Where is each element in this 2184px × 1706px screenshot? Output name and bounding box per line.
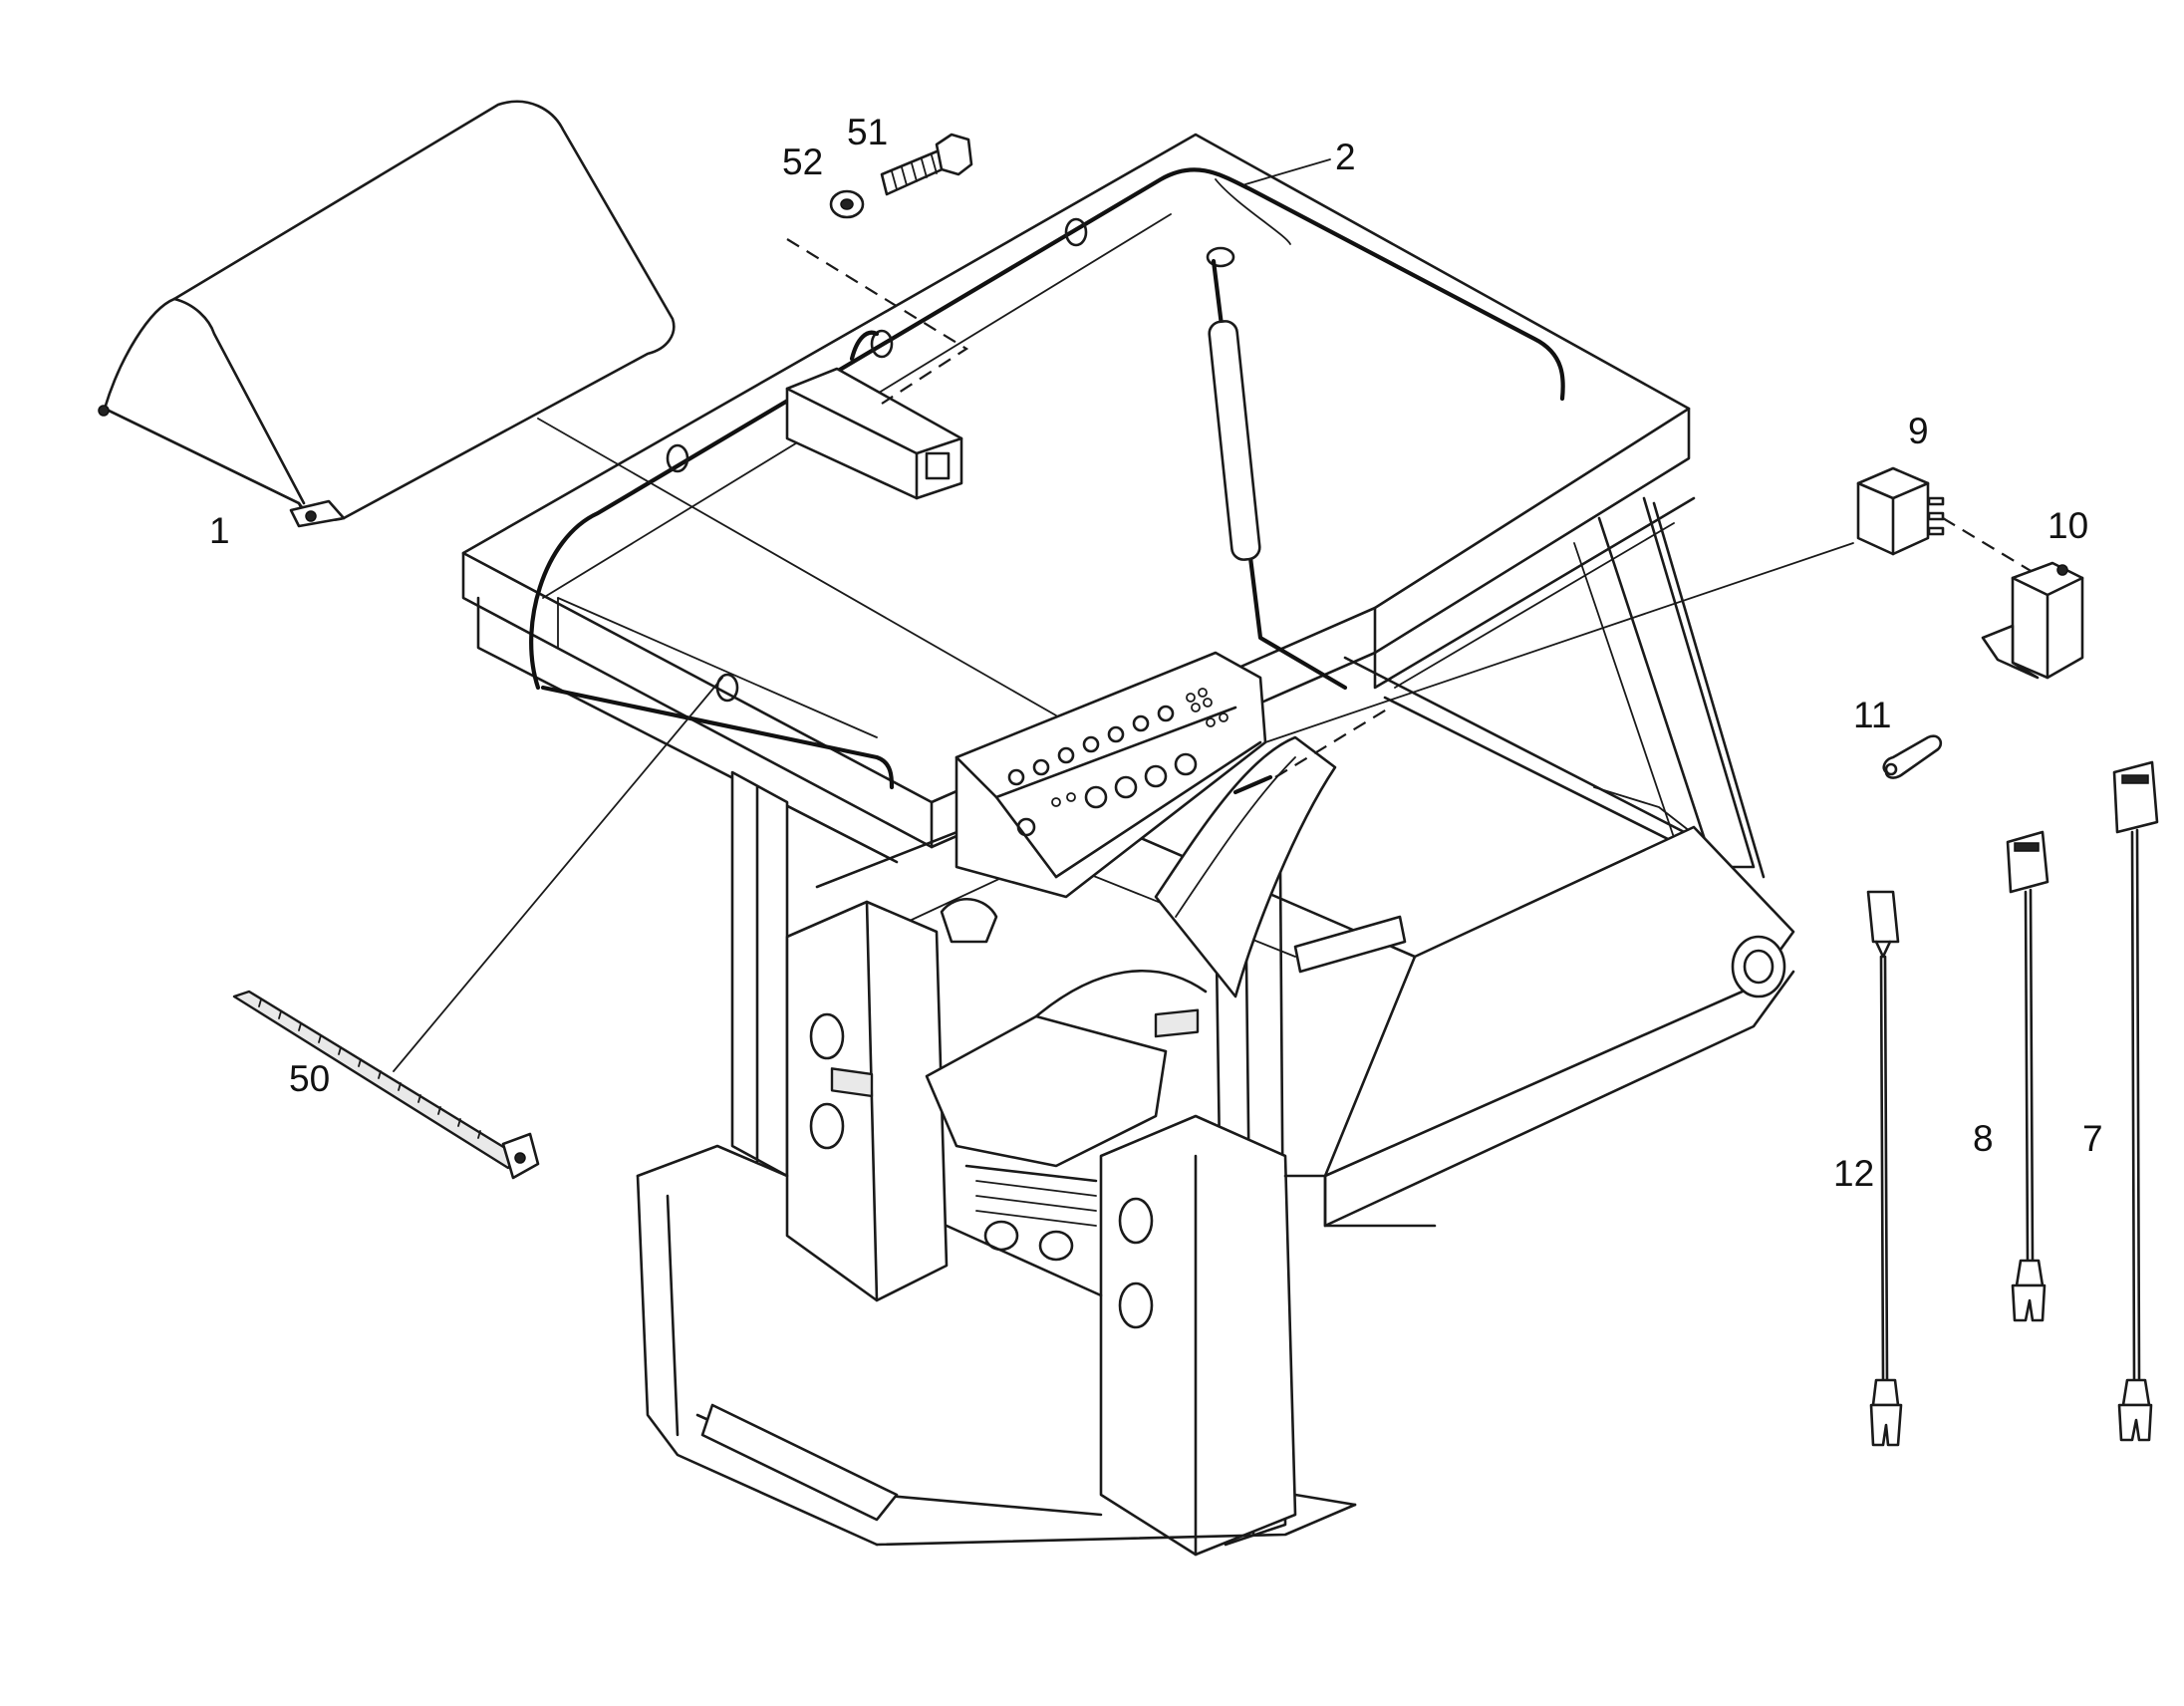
part-1-roof-cover	[98, 100, 1057, 716]
callout-12: 12	[1833, 1153, 1874, 1194]
part-10-bracket	[1981, 561, 2084, 680]
part-9-relay	[1264, 466, 1945, 743]
roof-bracket	[785, 330, 963, 500]
callout-2: 2	[1335, 137, 1356, 177]
cab-floor	[636, 735, 1795, 1557]
part-7-wire-lead	[2112, 760, 2159, 1442]
callout-9: 9	[1908, 411, 1929, 451]
callout-1: 1	[209, 510, 230, 551]
callout-8: 8	[1973, 1118, 1994, 1159]
part-51-bolt	[880, 133, 973, 196]
part-11-connector	[1882, 734, 1943, 779]
callout-52: 52	[782, 142, 823, 182]
callout-10: 10	[2048, 505, 2088, 546]
callout-7: 7	[2082, 1118, 2103, 1159]
callout-51: 51	[847, 112, 888, 152]
part-52-washer	[829, 189, 865, 219]
console-knobs	[1007, 688, 1228, 837]
callout-50: 50	[289, 1058, 330, 1099]
callout-11: 11	[1853, 695, 1891, 735]
part-12-wire-lead	[1866, 890, 1903, 1447]
part-50-cable-tie	[232, 677, 723, 1180]
part-8-wire-lead	[2006, 830, 2049, 1322]
callout-labels: 1 2 7 8 9 10 11 12 50 51 52	[209, 112, 2103, 1194]
